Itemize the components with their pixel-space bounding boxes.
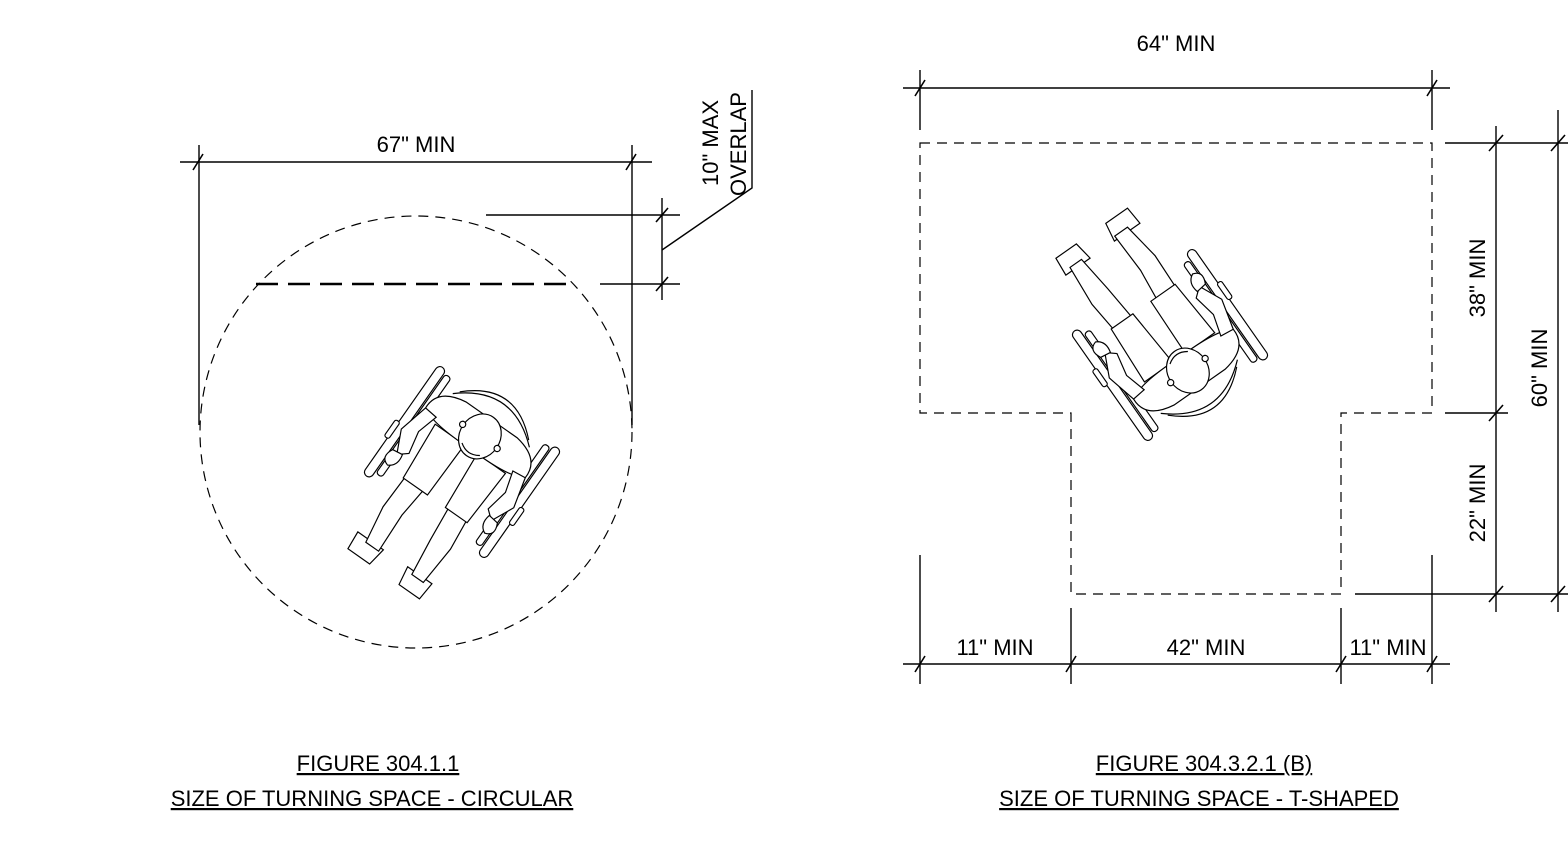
- width-label: 64" MIN: [1137, 31, 1216, 56]
- total-height-label: 60" MIN: [1527, 329, 1552, 408]
- overlap-label-line1: 10" MAX: [698, 100, 723, 186]
- figure-circular: 67" MIN 10" MAX OVERLAP FIGURE 304.1.1 S…: [171, 90, 753, 811]
- right-width-label: 11" MIN: [1349, 635, 1426, 660]
- dimension-horizontal-bottom: 11" MIN 42" MIN 11" MIN: [903, 555, 1450, 684]
- center-width-label: 42" MIN: [1167, 635, 1246, 660]
- t-shaped-space: [919, 142, 1433, 595]
- turning-circle: [199, 215, 633, 649]
- dimension-overlap: 10" MAX OVERLAP: [486, 90, 753, 300]
- dimension-64-min: 64" MIN: [903, 31, 1450, 130]
- caption-title: FIGURE 304.1.1: [297, 751, 460, 776]
- dimension-67-min: 67" MIN: [180, 132, 652, 425]
- width-label: 67" MIN: [377, 132, 456, 157]
- dimension-vertical: 38" MIN 22" MIN 60" MIN: [1355, 110, 1568, 612]
- wheelchair-user-figure: [318, 353, 571, 620]
- upper-height-label: 38" MIN: [1465, 239, 1490, 318]
- figure-t-shaped: 64" MIN 38" MIN 22" MIN 60" MIN: [903, 31, 1568, 811]
- overlap-label-line2: OVERLAP: [726, 92, 751, 196]
- caption-title: FIGURE 304.3.2.1 (B): [1096, 751, 1312, 776]
- wheelchair-user-figure: [1026, 187, 1279, 454]
- lower-height-label: 22" MIN: [1465, 464, 1490, 543]
- left-width-label: 11" MIN: [956, 635, 1033, 660]
- caption-subtitle: SIZE OF TURNING SPACE - CIRCULAR: [171, 786, 574, 811]
- caption-subtitle: SIZE OF TURNING SPACE - T-SHAPED: [999, 786, 1399, 811]
